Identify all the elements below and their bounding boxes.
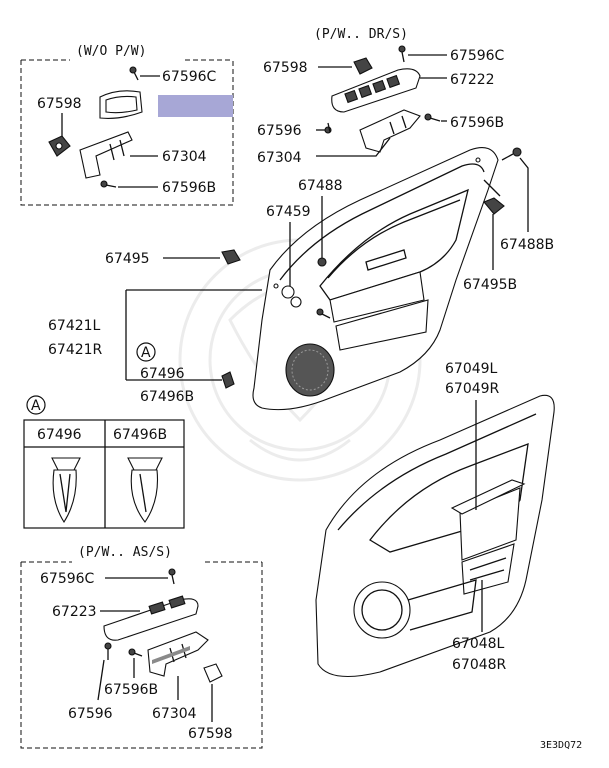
label-dr-67222: 67222: [450, 72, 495, 88]
highlight-marker: [158, 95, 233, 117]
section-pw-dr: (P/W.. DR/S) 67596C 67598 67222 67596: [257, 27, 505, 166]
section-pw-as: (P/W.. AS/S) 67596C 67223 67596: [20, 545, 263, 749]
screw-67459-icon: [316, 308, 331, 319]
bracket-67304-icon: [79, 131, 133, 179]
regulator-handle-icon: [48, 135, 71, 157]
switch-knob-as-icon: [203, 663, 223, 683]
screw-as-67596c-icon: [168, 568, 176, 585]
section-wo-pw-frame: [20, 60, 234, 206]
door-trim-panel: [252, 147, 499, 411]
section-pw-dr-title: (P/W.. DR/S): [314, 27, 408, 42]
screw-67488b-icon: [501, 147, 522, 161]
section-pw-as-title: (P/W.. AS/S): [78, 545, 172, 560]
clip-67488-icon: [317, 257, 327, 267]
callout-a-text: A: [141, 345, 151, 361]
diagram-reference-code: 3E3DQ72: [540, 740, 582, 751]
label-as-67596c: 67596C: [40, 571, 95, 587]
label-dr-67304: 67304: [257, 150, 302, 166]
label-67049r: 67049R: [445, 381, 500, 397]
section-pw-as-frame: [20, 562, 263, 749]
switch-panel-67223-icon: [103, 595, 199, 641]
label-67496b: 67496B: [140, 389, 194, 405]
label-67459: 67459: [266, 204, 311, 220]
speaker-grille-icon: [285, 343, 335, 397]
label-67598: 67598: [37, 96, 82, 112]
label-dr-67596b: 67596B: [450, 115, 504, 131]
screw-dr-67596-icon: [316, 122, 332, 134]
label-as-67596b: 67596B: [104, 682, 158, 698]
screw-as-67596-icon: [104, 642, 112, 660]
label-67495b: 67495B: [463, 277, 517, 293]
callout-a-icon: A: [136, 342, 156, 362]
bracket-as-67304-icon: [147, 631, 209, 677]
label-67048r: 67048R: [452, 657, 507, 673]
clip-67496b-detail-icon: [127, 457, 163, 523]
switch-knob-icon: [353, 57, 373, 75]
label-as-67223: 67223: [52, 604, 97, 620]
section-wo-pw: (W/O P/W) 67596C 67598 67304: [20, 44, 234, 206]
screw-dr-67596c-icon: [398, 45, 406, 63]
clip-67495b-icon: [483, 179, 505, 215]
door-panel-assembly: [315, 394, 555, 677]
bracket-dr-67304-icon: [359, 109, 421, 153]
label-67496: 67496: [140, 366, 185, 382]
label-67596b: 67596B: [162, 180, 216, 196]
handle-bezel-icon: [99, 90, 143, 119]
label-67488: 67488: [298, 178, 343, 194]
label-as-67598: 67598: [188, 726, 233, 742]
detail-a-col1: 67496: [37, 427, 82, 443]
screw-dr-67596b-icon: [424, 113, 441, 122]
label-67421r: 67421R: [48, 342, 103, 358]
detail-a-col2: 67496B: [113, 427, 167, 443]
label-dr-67596c: 67596C: [450, 48, 505, 64]
detail-a: A 67496 67496B: [23, 395, 185, 529]
label-dr-67598: 67598: [263, 60, 308, 76]
label-67488b: 67488B: [500, 237, 554, 253]
label-67048l: 67048L: [452, 636, 505, 652]
leader-67421: [125, 289, 262, 380]
label-67049l: 67049L: [445, 361, 498, 377]
screw-67596b-icon: [100, 180, 117, 188]
label-as-67304: 67304: [152, 706, 197, 722]
switch-panel-67222-icon: [331, 68, 421, 113]
clip-67496-detail-icon: [51, 457, 81, 524]
label-67304: 67304: [162, 149, 207, 165]
detail-a-marker: A: [31, 398, 41, 414]
label-67596c: 67596C: [162, 69, 217, 85]
label-dr-67596: 67596: [257, 123, 302, 139]
label-67421l: 67421L: [48, 318, 101, 334]
screw-as-67596b-icon: [128, 648, 143, 657]
section-wo-pw-title: (W/O P/W): [76, 44, 146, 59]
clip-67496-icon: [212, 371, 235, 389]
label-as-67596: 67596: [68, 706, 113, 722]
clip-67495-icon: [221, 249, 241, 265]
label-67495: 67495: [105, 251, 150, 267]
screw-67596c-icon: [129, 66, 139, 81]
